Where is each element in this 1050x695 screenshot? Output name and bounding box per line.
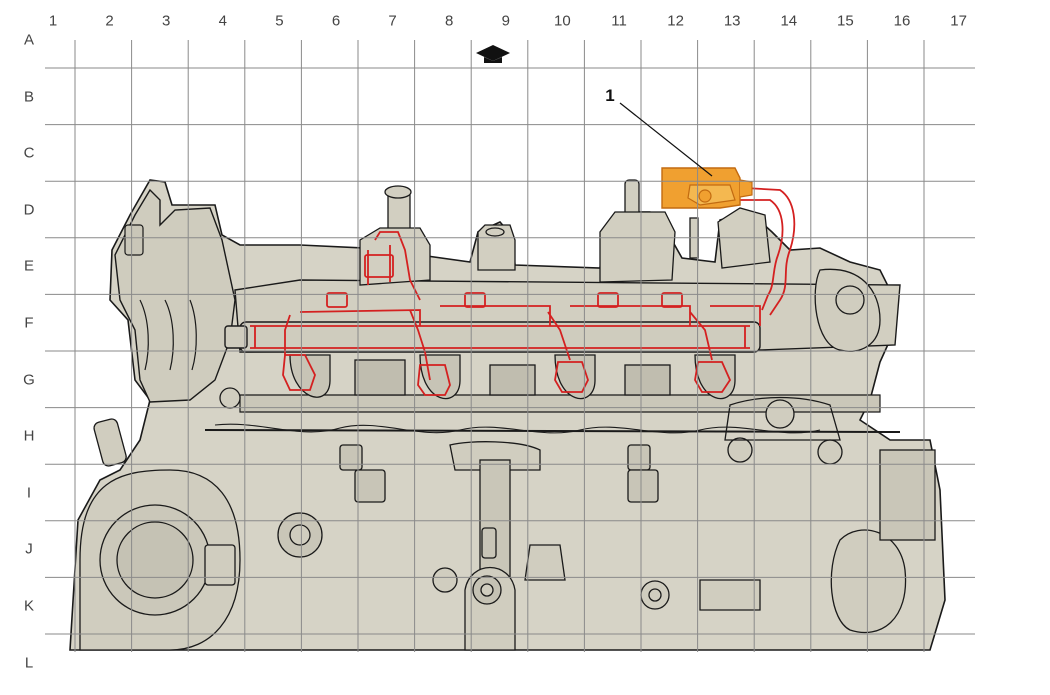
row-label: E bbox=[23, 257, 35, 275]
engine-block bbox=[69, 179, 946, 651]
column-label: 16 bbox=[893, 12, 911, 30]
row-label: C bbox=[23, 144, 35, 162]
row-label: B bbox=[23, 88, 35, 106]
column-label: 6 bbox=[331, 12, 341, 30]
column-label: 13 bbox=[723, 12, 741, 30]
row-label: H bbox=[23, 427, 35, 445]
lower-block bbox=[79, 268, 936, 651]
row-label: G bbox=[23, 371, 35, 389]
row-label: K bbox=[23, 597, 35, 615]
row-label: D bbox=[23, 201, 35, 219]
row-label: A bbox=[23, 31, 35, 49]
row-label: I bbox=[26, 484, 32, 502]
highlighted-component bbox=[661, 167, 753, 209]
callout-1-label: 1 bbox=[605, 86, 615, 105]
column-label: 15 bbox=[837, 12, 854, 30]
column-label: 3 bbox=[162, 12, 171, 30]
column-label: 4 bbox=[218, 12, 227, 30]
column-label: 12 bbox=[667, 12, 684, 30]
row-label: F bbox=[24, 314, 34, 332]
left-cover bbox=[114, 188, 236, 403]
callout-1-leader bbox=[619, 102, 713, 177]
column-label: 2 bbox=[105, 12, 114, 30]
column-label: 1 bbox=[48, 12, 58, 30]
column-label: 17 bbox=[950, 12, 967, 30]
column-label: 8 bbox=[445, 12, 454, 30]
column-label: 10 bbox=[554, 12, 571, 30]
column-label: 7 bbox=[388, 12, 397, 30]
row-label: L bbox=[24, 654, 34, 672]
grid-lines bbox=[45, 40, 975, 652]
fuel-rail bbox=[224, 321, 761, 353]
injector-harness bbox=[250, 187, 796, 396]
column-label: 14 bbox=[780, 12, 798, 30]
column-label: 9 bbox=[501, 12, 510, 30]
row-label: J bbox=[25, 540, 33, 558]
graduation-cap-icon bbox=[476, 45, 510, 63]
column-label: 5 bbox=[275, 12, 284, 30]
top-fittings bbox=[359, 179, 771, 286]
column-label: 11 bbox=[611, 12, 627, 30]
